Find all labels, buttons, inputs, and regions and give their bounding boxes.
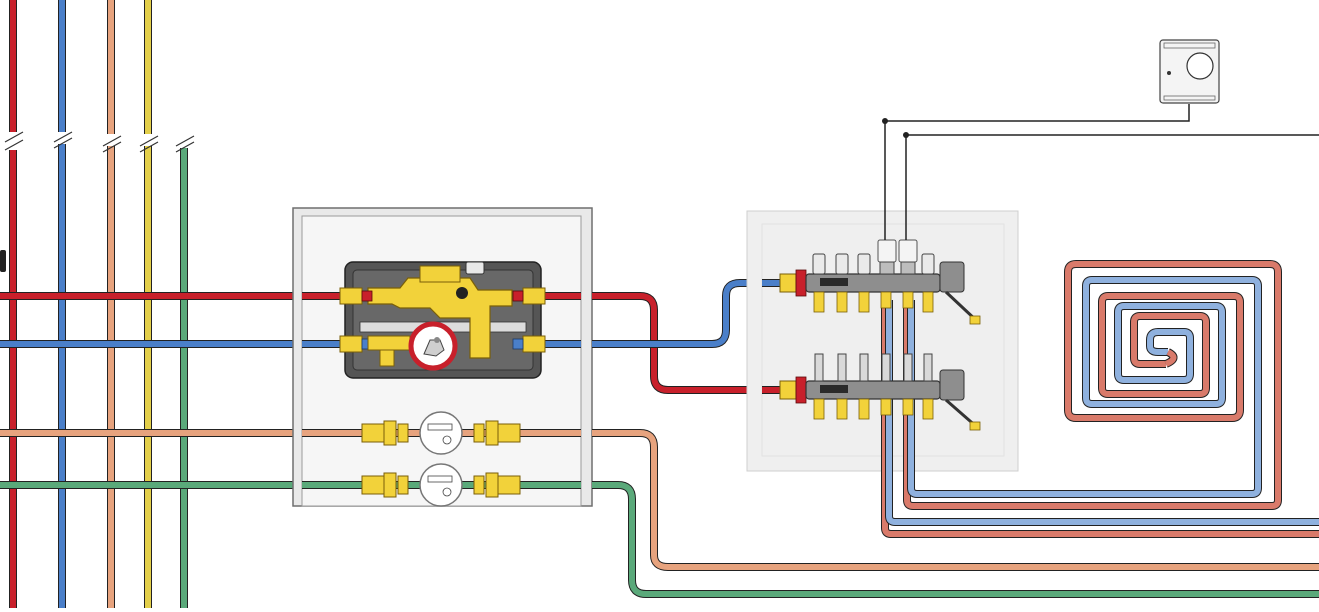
edge-marker (0, 250, 6, 272)
ball-valve-icon (512, 287, 546, 353)
domestic-hot-line (592, 430, 1319, 570)
outlet-fittings-bottom (813, 398, 934, 420)
cabinet-to-manifold-pipes (592, 279, 775, 394)
thermo-actuator-icon (877, 239, 918, 263)
supply-manifold (762, 353, 981, 431)
water-meter-icon (419, 411, 463, 455)
outlet-fittings-top (813, 291, 934, 313)
satellite-cabinet (292, 207, 593, 507)
floor-loop-supply (904, 261, 1281, 509)
pipe-break-icon (4, 131, 195, 153)
control-wiring (882, 104, 1319, 240)
valve-heads-top (812, 253, 935, 275)
riser-pipes (0, 0, 195, 608)
flow-meters (814, 353, 933, 382)
domestic-cold-meter-row (361, 463, 521, 507)
domestic-cold-line (592, 482, 1319, 597)
circulation-pump-icon (408, 321, 458, 371)
water-meter-icon (419, 463, 463, 507)
domestic-hot-meter-row (361, 411, 521, 455)
return-manifold (762, 239, 981, 325)
floor-loop-return (908, 277, 1261, 497)
branch-pipes (0, 292, 295, 489)
return-from-manifold-pipe (592, 280, 775, 347)
ball-valve-icon (339, 287, 373, 353)
domestic-lines (592, 429, 1319, 598)
room-thermostat-icon (1159, 39, 1220, 104)
heating-interface-module (339, 261, 546, 379)
floor-loop-pipes (881, 260, 1319, 538)
